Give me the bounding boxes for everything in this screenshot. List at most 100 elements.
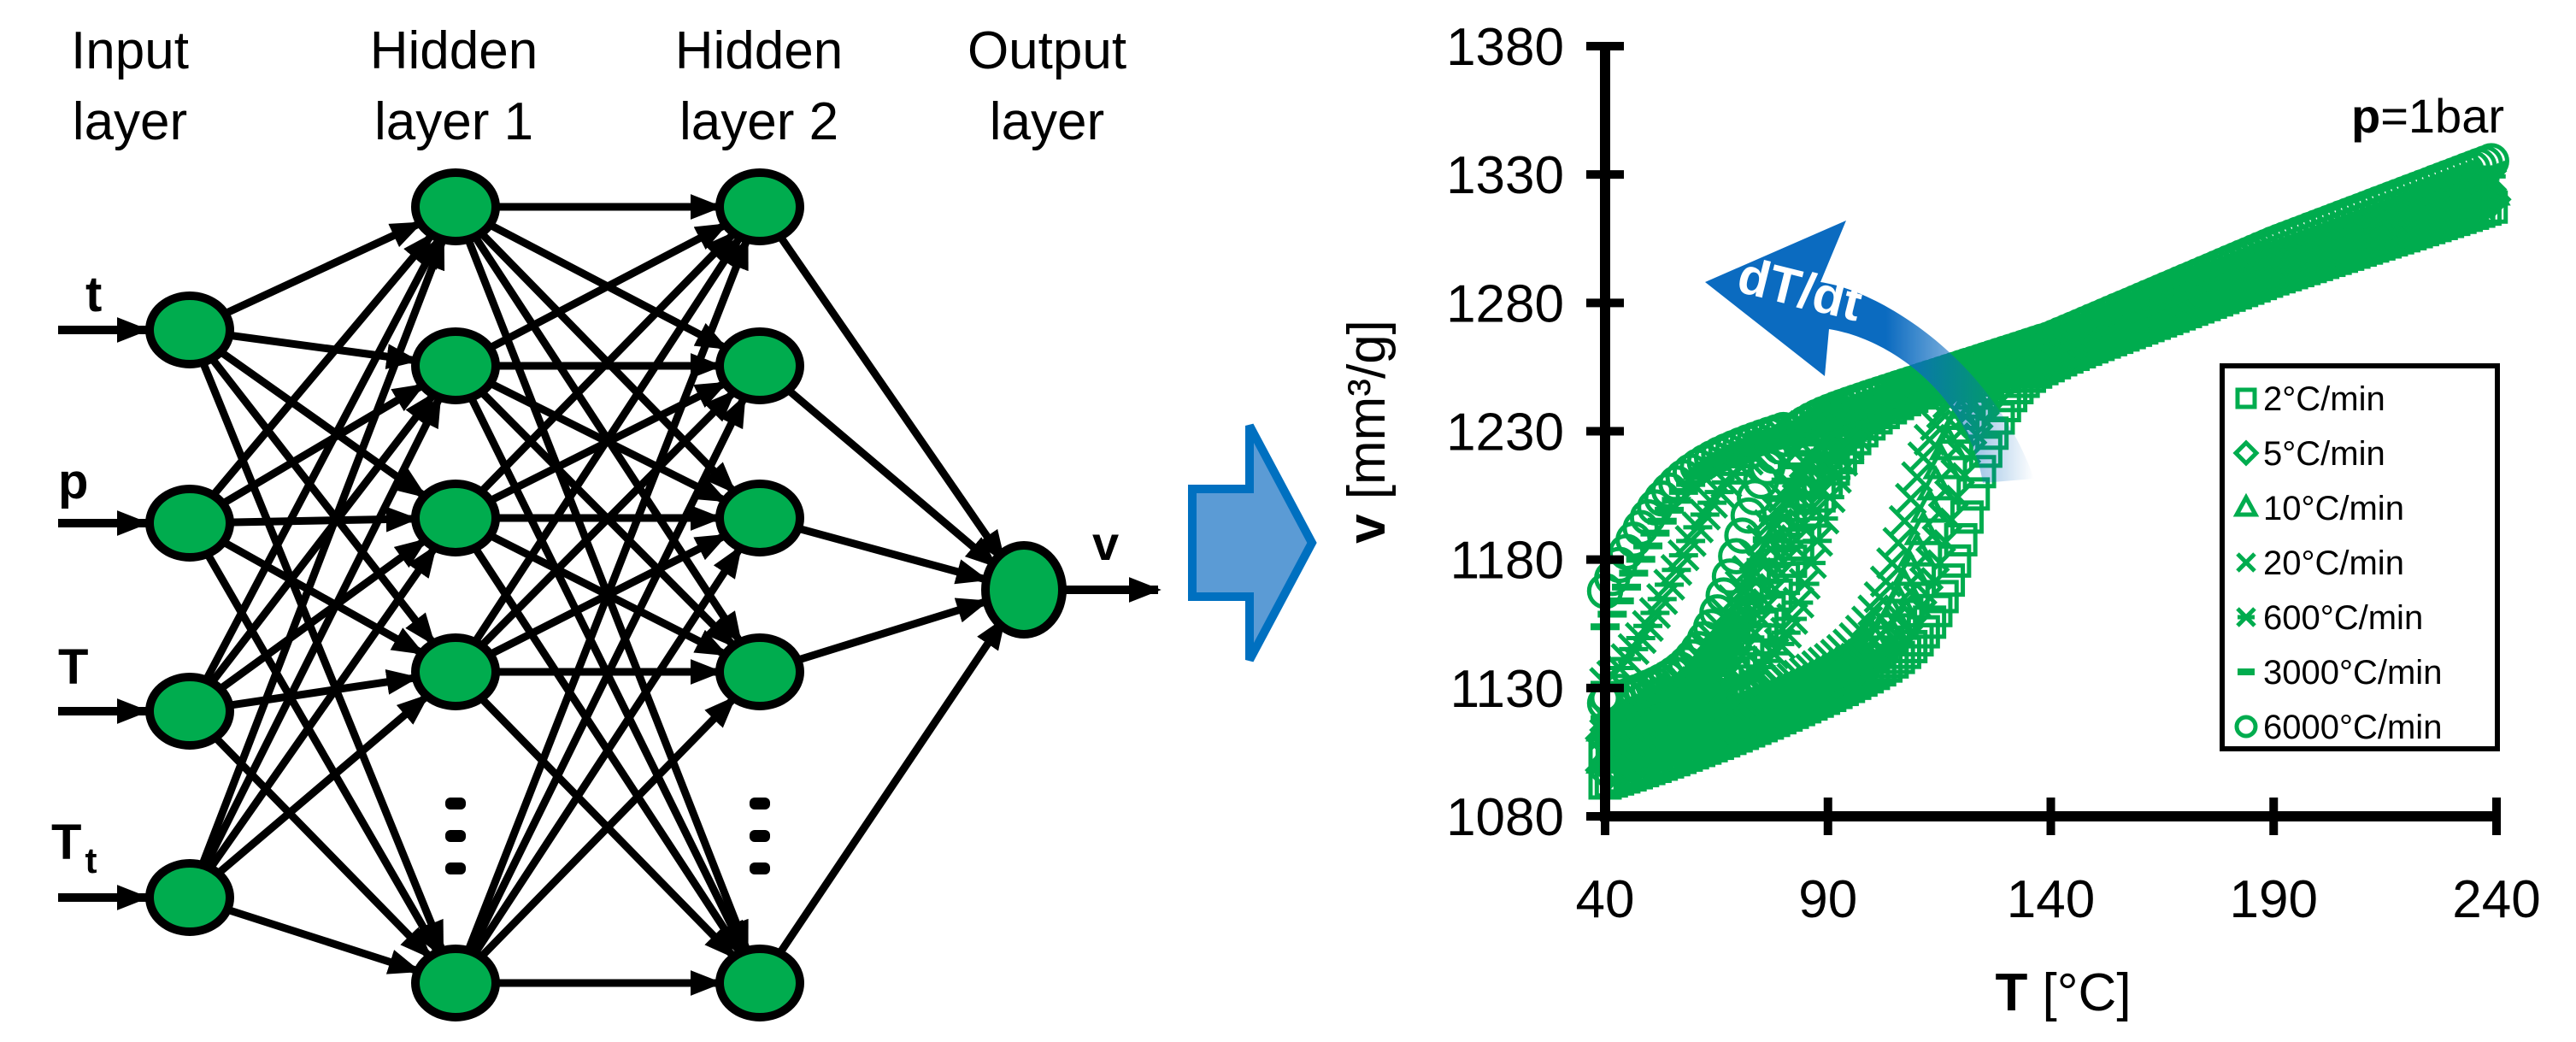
data-marker-dash [1784,450,1814,457]
legend-item: 2°C/min [2235,380,2385,418]
hidden1-node [411,480,500,556]
y-tick-label: 1230 [1446,403,1564,462]
data-marker-circle [1730,497,1767,534]
legend-label: 5°C/min [2263,435,2385,473]
hidden2-node [715,480,804,556]
legend-label: 600°C/min [2263,599,2423,637]
data-marker-x [1888,504,1921,538]
data-marker-dash [1752,536,1782,544]
data-marker-dash [1733,598,1763,606]
edge-input-to-hidden1 [187,537,428,715]
data-marker-dash [1684,677,1714,685]
data-marker-dash [1678,680,1708,688]
axes [1586,42,2501,835]
ellipsis-dot [750,862,770,874]
edge-input-to-hidden1 [186,232,436,526]
data-marker-x [1738,539,1771,572]
layer-title-hidden1-line2: layer 1 [374,92,533,151]
legend-label: 6000°C/min [2263,709,2442,746]
y-tick-label: 1330 [1446,146,1564,205]
y-axis-title-symbol: v [1338,514,1397,544]
data-marker-x [1869,565,1903,598]
input-node [145,485,234,562]
data-marker-dash [1721,630,1751,638]
layer-titles: Input layer Hidden layer 1 Hidden layer … [71,21,1126,151]
legend: 2°C/min5°C/min10°C/min20°C/min600°C/min3… [2220,363,2500,751]
legend-label: 2°C/min [2263,380,2385,418]
data-marker-asterisk [1820,462,1852,494]
data-marker-dash [2238,668,2255,675]
data-marker-circle [2473,143,2509,180]
legend-label: 10°C/min [2263,490,2404,527]
edge-input-to-hidden1 [187,381,426,527]
data-marker-x [1894,482,1927,515]
data-marker-dash [1697,667,1726,674]
data-marker-diamond [2232,439,2260,467]
network-edges [185,194,1008,996]
data-marker-dash [1715,642,1745,650]
data-marker-square [2235,387,2257,409]
edge-hidden1-to-hidden2 [452,545,744,986]
data-marker-dash [1808,419,1838,427]
input-arrows [58,317,1162,910]
data-marker-circle [1674,639,1711,676]
layer-title-hidden2-line1: Hidden [675,21,843,80]
y-tick-label: 1280 [1446,274,1564,333]
pressure-annotation: p=1bar [2351,89,2504,143]
output-label-v: v [1092,516,1119,570]
data-marker-triangle [1909,486,1950,523]
input-label-T: T [58,639,88,695]
data-marker-asterisk [1788,568,1821,600]
data-marker-asterisk [2236,607,2256,627]
data-marker-dash [1771,477,1801,485]
ellipsis-dot [750,830,770,842]
edge-input-to-hidden1 [185,236,447,899]
data-marker-dash [1727,615,1757,623]
edge-hidden2-to-output [757,362,998,569]
edge-hidden1-to-hidden2 [452,233,744,674]
y-tick-label: 1180 [1450,532,1564,591]
data-marker-triangle [1897,531,1937,567]
data-marker-circle [1699,594,1736,631]
ellipsis-dot [445,798,466,809]
y-tick-label: 1130 [1450,660,1564,719]
edge-hidden2-to-output [756,204,1007,563]
data-marker-dash [1671,684,1701,692]
data-marker-asterisk [1814,480,1846,514]
legend-items: 2°C/min5°C/min10°C/min20°C/min600°C/min3… [2232,380,2442,746]
data-marker-asterisk [1782,586,1815,619]
edge-hidden1-to-hidden2 [452,695,738,986]
data-marker-circle [1718,538,1755,574]
hidden2-ellipsis-dots [750,798,770,874]
rate-arrow-shape [1705,221,2034,483]
hidden1-node [411,168,500,245]
x-tick-label: 140 [2007,870,2095,929]
data-marker-dash [1759,515,1789,522]
data-marker-triangle [1885,567,1925,603]
hidden2-node [715,945,804,1021]
x-tick-label: 40 [1576,870,1635,929]
pressure-annotation-value: =1bar [2380,89,2504,143]
input-label-t: t [85,267,102,322]
edge-input-to-hidden1 [187,327,427,500]
data-marker-circle [2234,715,2258,739]
y-axis-title: v [mm³/g] [1338,320,1397,544]
ellipsis-dot [445,830,466,842]
hidden1-ellipsis-dots [445,798,466,874]
data-marker-dash [1778,462,1808,470]
input-label-Tt-subscript: t [85,840,97,880]
edge-input-to-hidden1 [186,235,443,714]
hidden2-node [715,633,804,710]
data-marker-dash [1709,651,1738,659]
layer-title-output-line2: layer [990,92,1104,151]
block-right-arrow-icon [1188,423,1317,662]
x-axis-title-symbol: T [1995,963,2027,1022]
edge-input-to-hidden1 [187,692,430,901]
legend-item: 600°C/min [2236,599,2423,637]
hidden2-node [715,327,804,404]
data-marker-triangle [1891,550,1931,586]
edge-hidden1-to-hidden2 [453,362,728,504]
neural-network-diagram: Input layer Hidden layer 1 Hidden layer … [51,21,1162,1021]
